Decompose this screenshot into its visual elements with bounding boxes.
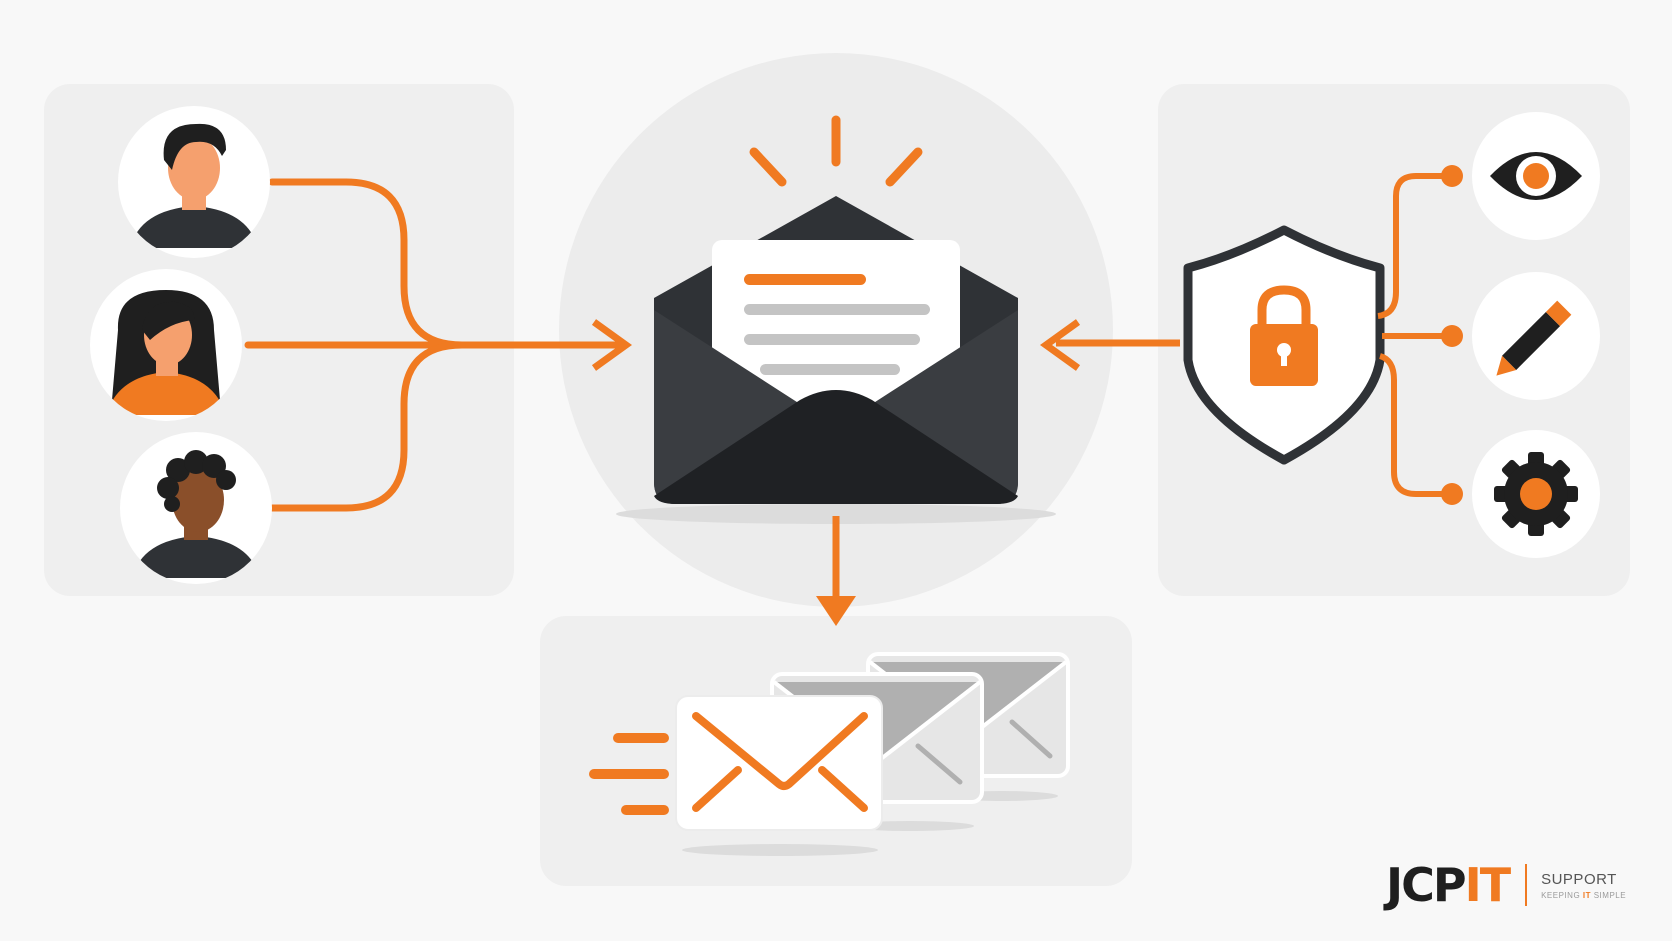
arrow-into-mailbox (591, 319, 632, 371)
person-curly-hair-icon (120, 432, 272, 584)
shield-lock-icon (1183, 225, 1385, 465)
arrowhead-from-security (1040, 319, 1081, 371)
brand-subtitle: SUPPORT KEEPING IT SIMPLE (1541, 871, 1626, 900)
arrowhead-to-output (816, 596, 856, 626)
tagline-highlight: IT (1582, 890, 1591, 900)
brand-name-prefix: JCP (1386, 858, 1467, 912)
tagline-post: SIMPLE (1591, 890, 1627, 900)
sent-envelopes-icon (589, 652, 1070, 856)
brand-name-suffix: IT (1464, 858, 1511, 912)
permission-connectors (1377, 173, 1450, 497)
open-envelope-icon (616, 115, 1056, 524)
eye-icon (1472, 112, 1600, 240)
sender-connectors (244, 178, 624, 512)
brand-product: SUPPORT (1541, 870, 1617, 888)
gear-icon (1472, 430, 1600, 558)
tagline-pre: KEEPING (1541, 890, 1583, 900)
person-man-icon (118, 106, 270, 258)
pencil-icon (1472, 272, 1600, 400)
brand-tagline: KEEPING IT SIMPLE (1541, 891, 1626, 900)
connector-dots (1441, 165, 1463, 505)
brand-logo: JCP IT SUPPORT KEEPING IT SIMPLE (1386, 862, 1626, 908)
brand-divider (1525, 864, 1528, 906)
person-woman-icon (90, 269, 242, 421)
